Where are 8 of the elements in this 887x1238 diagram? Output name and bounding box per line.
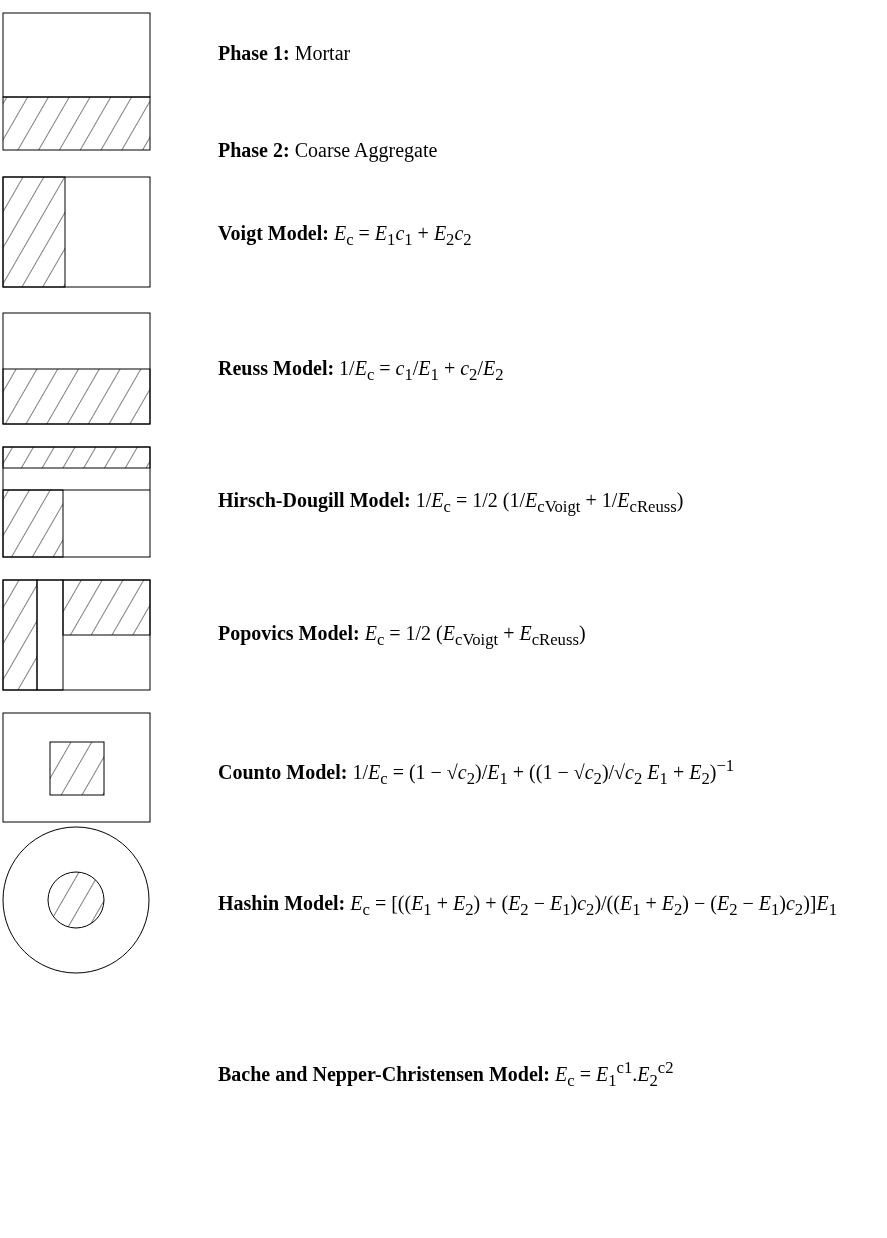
model-formula: Hashin Model: E$_{c}$ = [((E$_{1}$ + E$_{2}$) + (E$_{2}$ − E$_{1}$)c$_{2}$)/((E$_{1}$ + E$_{2}$) − (E$_{2}$ − E$_{1}$)c$_{2}$)]E$_{1}$ bbox=[218, 891, 839, 921]
model-formula: Counto Model: 1/E$_{c}$ = (1 − √c$_{2}$)/E$_{1}$ + ((1 − √c$_{2}$)/√c$_{2}$ E$_{1}$ + E$_{2}$)$^{−1}$ bbox=[218, 755, 736, 790]
phase-label: Phase 1: Mortar bbox=[218, 41, 352, 66]
model-formula: Voigt Model: E$_{c}$ = E$_{1}$c$_{1}$ + E$_{2}$c$_{2}$ bbox=[218, 221, 473, 251]
model-formula: Popovics Model: E$_{c}$ = 1/2 (E$_{cVoigt}$ + E$_{c}$$_{Reuss}$) bbox=[218, 621, 587, 651]
model-formula: Reuss Model: 1/E$_{c}$ = c$_{1}$/E$_{1}$ + c$_{2}$/E$_{2}$ bbox=[218, 356, 505, 386]
model-formula: Hirsch-Dougill Model: 1/E$_{c}$ = 1/2 (1/E$_{cVoigt}$ + 1/E$_{c}$$_{Reuss}$) bbox=[218, 488, 685, 518]
phase-label: Phase 2: Coarse Aggregate bbox=[218, 138, 439, 163]
